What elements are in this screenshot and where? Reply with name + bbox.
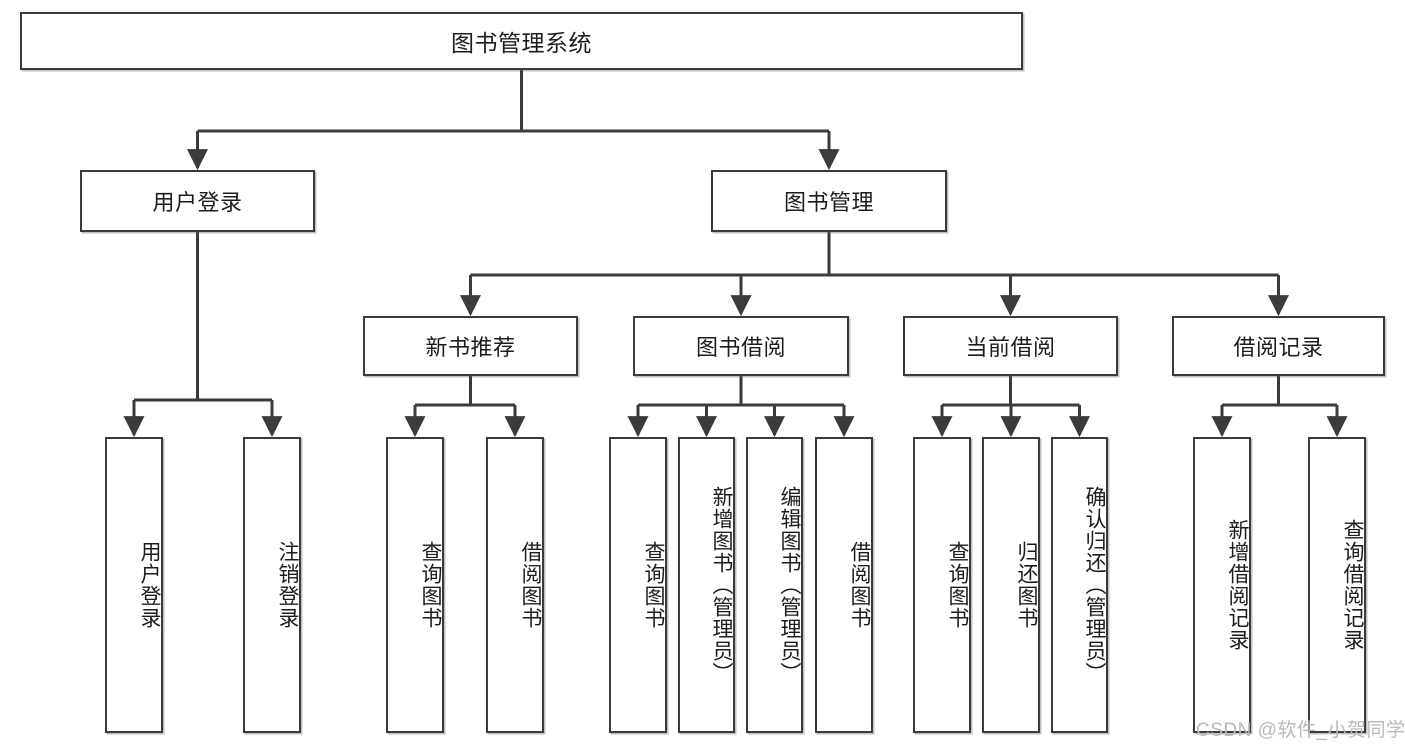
csdn-watermark: CSDN @软件_小贺同学 bbox=[1196, 720, 1405, 741]
node-root[interactable]: 图书管理系统 bbox=[20, 12, 1023, 70]
node-label: 新增图书（管理员） bbox=[710, 486, 733, 684]
leaf-recommend-borrow-book[interactable]: 借阅图书 bbox=[486, 437, 544, 733]
leaf-current-return-book[interactable]: 归还图书 bbox=[982, 437, 1040, 733]
node-label: 归还图书 bbox=[1015, 541, 1038, 629]
node-label: 新书推荐 bbox=[425, 335, 516, 360]
leaf-recommend-query-book[interactable]: 查询图书 bbox=[386, 437, 444, 733]
leaf-current-confirm-return[interactable]: 确认归还（管理员） bbox=[1051, 437, 1108, 733]
node-label: 查询图书 bbox=[419, 541, 442, 629]
node-user-login[interactable]: 用户登录 bbox=[80, 170, 315, 232]
node-label: 图书管理 bbox=[783, 190, 874, 215]
leaf-borrow-edit-book[interactable]: 编辑图书（管理员） bbox=[746, 437, 803, 733]
node-new-book-recommend[interactable]: 新书推荐 bbox=[363, 316, 578, 376]
node-label: 借阅图书 bbox=[848, 541, 871, 629]
node-label: 用户登录 bbox=[138, 541, 161, 629]
node-label: 查询图书 bbox=[946, 541, 969, 629]
node-label: 确认归还（管理员） bbox=[1083, 486, 1106, 684]
node-label: 当前借阅 bbox=[965, 335, 1056, 360]
node-borrow-record[interactable]: 借阅记录 bbox=[1172, 316, 1385, 376]
node-book-borrow[interactable]: 图书借阅 bbox=[633, 316, 849, 376]
node-label: 用户登录 bbox=[152, 190, 243, 215]
node-current-borrow[interactable]: 当前借阅 bbox=[903, 316, 1118, 376]
leaf-borrow-query-book[interactable]: 查询图书 bbox=[609, 437, 667, 733]
leaf-current-query-book[interactable]: 查询图书 bbox=[913, 437, 971, 733]
node-label: 注销登录 bbox=[276, 541, 299, 629]
leaf-borrow-add-book[interactable]: 新增图书（管理员） bbox=[678, 437, 735, 733]
node-book-management[interactable]: 图书管理 bbox=[711, 170, 947, 232]
node-label: 查询图书 bbox=[642, 541, 665, 629]
node-label: 查询借阅记录 bbox=[1341, 519, 1364, 651]
leaf-record-query[interactable]: 查询借阅记录 bbox=[1308, 437, 1366, 733]
leaf-user-login[interactable]: 用户登录 bbox=[105, 437, 163, 733]
leaf-borrow-borrow-book[interactable]: 借阅图书 bbox=[815, 437, 873, 733]
node-label: 编辑图书（管理员） bbox=[778, 486, 801, 684]
leaf-logout[interactable]: 注销登录 bbox=[243, 437, 301, 733]
node-label: 新增借阅记录 bbox=[1226, 519, 1249, 651]
node-label: 图书管理系统 bbox=[451, 30, 592, 56]
node-label: 借阅图书 bbox=[519, 541, 542, 629]
leaf-record-add[interactable]: 新增借阅记录 bbox=[1193, 437, 1251, 733]
node-label: 图书借阅 bbox=[695, 335, 786, 360]
node-label: 借阅记录 bbox=[1233, 335, 1324, 360]
